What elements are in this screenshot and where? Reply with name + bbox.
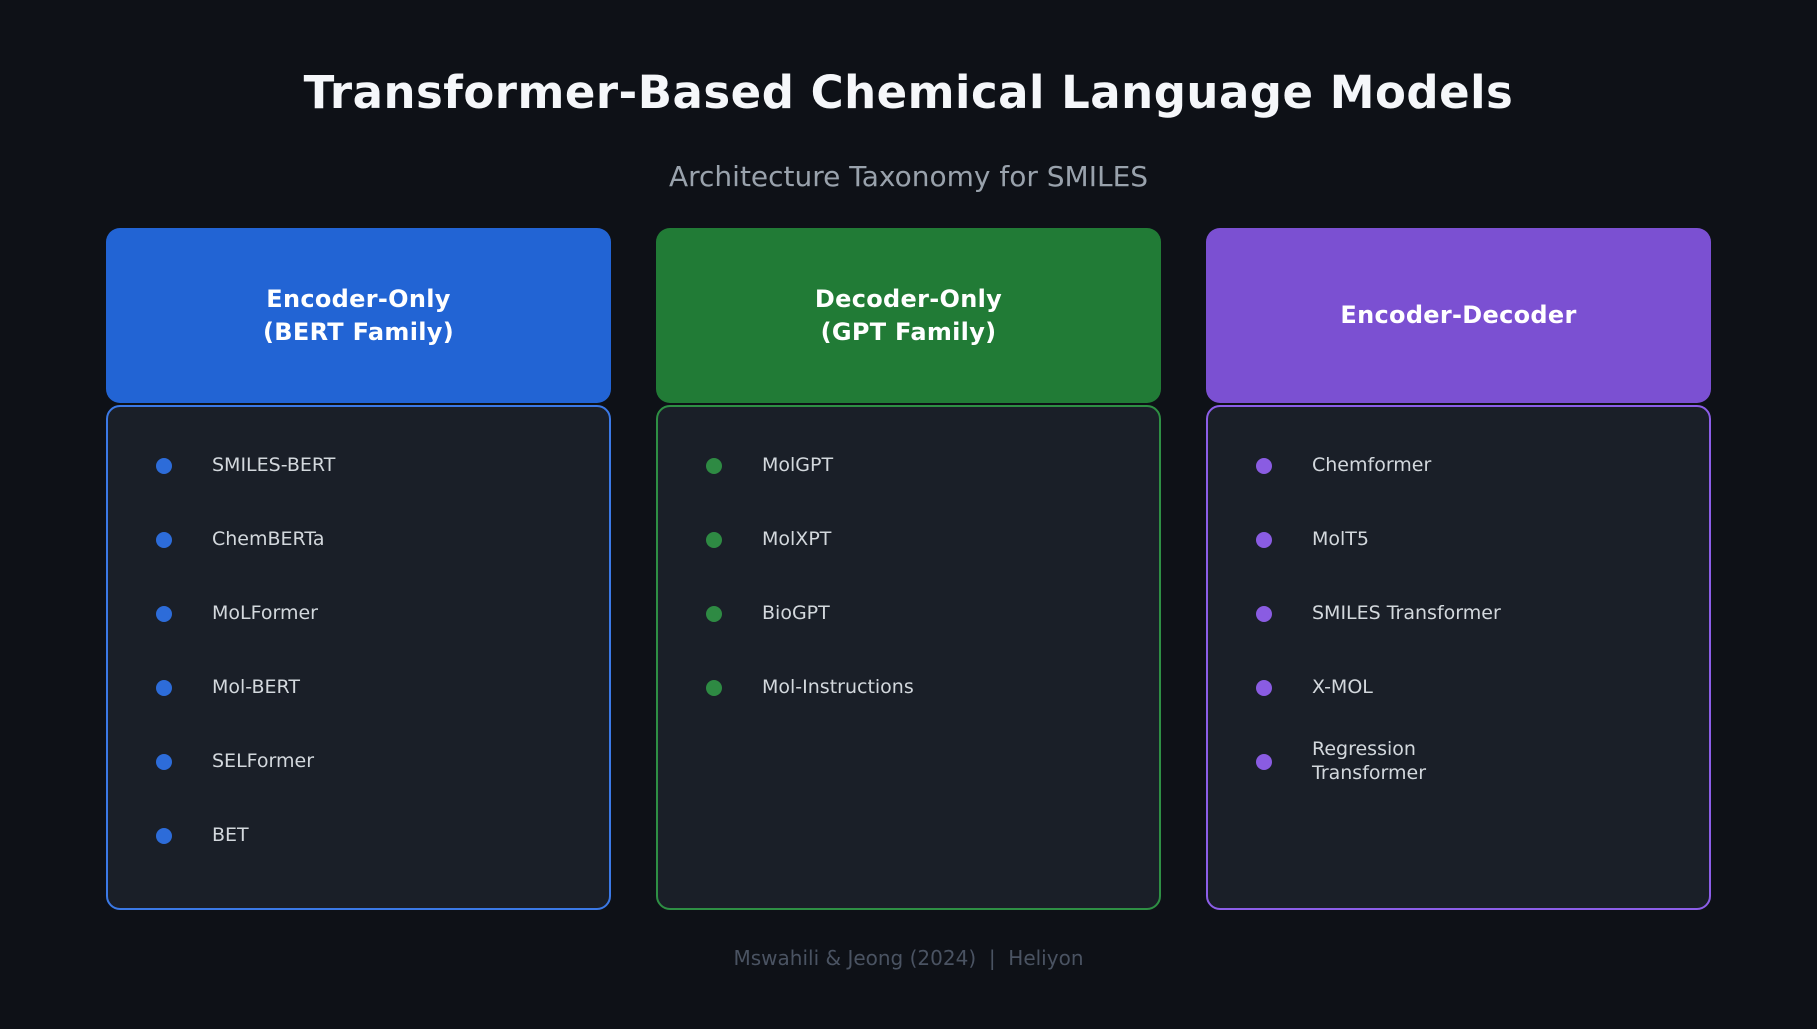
page-title: Transformer-Based Chemical Language Mode… — [303, 66, 1514, 119]
model-list-item: BET — [108, 799, 609, 873]
citation-footer: Mswahili & Jeong (2024) | Heliyon — [733, 946, 1084, 970]
column-title: Encoder-Decoder — [1340, 301, 1577, 330]
bullet-icon — [706, 680, 722, 696]
model-name: Mol-Instructions — [762, 676, 914, 699]
bullet-icon — [156, 606, 172, 622]
bullet-icon — [1256, 458, 1272, 474]
model-name: Chemformer — [1312, 454, 1432, 477]
model-name: BioGPT — [762, 602, 830, 625]
column-header-encoder-only: Encoder-Only (BERT Family) — [106, 228, 611, 403]
model-name: SMILES-BERT — [212, 454, 336, 477]
model-list-item: X-MOL — [1208, 651, 1709, 725]
model-list-item: SMILES-BERT — [108, 429, 609, 503]
bullet-icon — [156, 828, 172, 844]
model-list-item: ChemBERTa — [108, 503, 609, 577]
model-list-item: Mol-BERT — [108, 651, 609, 725]
model-list-item: MoLFormer — [108, 577, 609, 651]
bullet-icon — [1256, 606, 1272, 622]
model-name: MolXPT — [762, 528, 832, 551]
model-name: X-MOL — [1312, 676, 1373, 699]
column-header-decoder-only: Decoder-Only (GPT Family) — [656, 228, 1161, 403]
bullet-icon — [1256, 754, 1272, 770]
bullet-icon — [156, 532, 172, 548]
taxonomy-columns: Encoder-Only (BERT Family) SMILES-BERT C… — [106, 228, 1711, 910]
model-list-item: Chemformer — [1208, 429, 1709, 503]
column-panel-decoder-only: MolGPT MolXPT BioGPT Mol-Instructions — [656, 405, 1161, 910]
model-list-item: MolT5 — [1208, 503, 1709, 577]
bullet-icon — [706, 606, 722, 622]
bullet-icon — [1256, 680, 1272, 696]
model-name: Regression Transformer — [1312, 738, 1427, 784]
model-name: MolT5 — [1312, 528, 1369, 551]
model-name: SELFormer — [212, 750, 315, 773]
model-name: SMILES Transformer — [1312, 602, 1501, 625]
model-list-item: MolGPT — [658, 429, 1159, 503]
model-list-item: Regression Transformer — [1208, 725, 1709, 799]
model-list-item: Mol-Instructions — [658, 651, 1159, 725]
column-panel-encoder-decoder: Chemformer MolT5 SMILES Transformer X-MO… — [1206, 405, 1711, 910]
model-list-item: SMILES Transformer — [1208, 577, 1709, 651]
column-title: Encoder-Only (BERT Family) — [263, 285, 454, 346]
model-list-item: SELFormer — [108, 725, 609, 799]
bullet-icon — [706, 532, 722, 548]
bullet-icon — [706, 458, 722, 474]
model-list-item: BioGPT — [658, 577, 1159, 651]
model-name: MoLFormer — [212, 602, 318, 625]
model-name: Mol-BERT — [212, 676, 300, 699]
column-decoder-only: Decoder-Only (GPT Family) MolGPT MolXPT … — [656, 228, 1161, 910]
model-name: ChemBERTa — [212, 528, 325, 551]
bullet-icon — [156, 680, 172, 696]
bullet-icon — [1256, 532, 1272, 548]
page-subtitle: Architecture Taxonomy for SMILES — [668, 160, 1149, 193]
model-name: MolGPT — [762, 454, 834, 477]
column-encoder-decoder: Encoder-Decoder Chemformer MolT5 SMILES … — [1206, 228, 1711, 910]
column-encoder-only: Encoder-Only (BERT Family) SMILES-BERT C… — [106, 228, 611, 910]
bullet-icon — [156, 458, 172, 474]
model-list-item: MolXPT — [658, 503, 1159, 577]
column-title: Decoder-Only (GPT Family) — [814, 285, 1003, 346]
model-name: BET — [212, 824, 249, 847]
column-header-encoder-decoder: Encoder-Decoder — [1206, 228, 1711, 403]
column-panel-encoder-only: SMILES-BERT ChemBERTa MoLFormer Mol-BERT… — [106, 405, 611, 910]
bullet-icon — [156, 754, 172, 770]
